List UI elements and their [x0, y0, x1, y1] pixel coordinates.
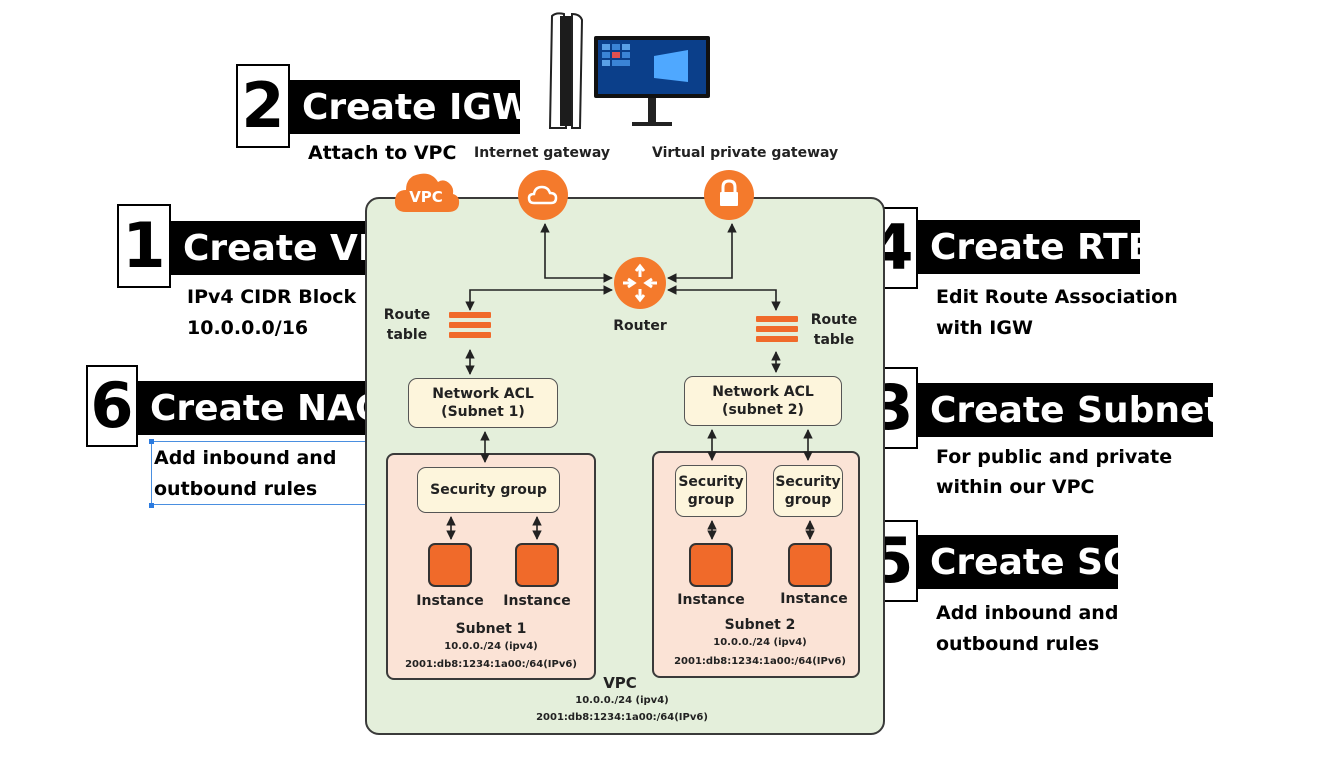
step-6-line1[interactable]: Add inbound and: [154, 447, 337, 469]
sg-3-line1: Security: [775, 474, 841, 490]
nacl-1-line1: Network ACL: [432, 386, 534, 402]
step-6-line2[interactable]: outbound rules: [154, 478, 318, 500]
vpc-ipv4: 10.0.0./24 (ipv4): [575, 695, 669, 706]
step-6-number: 6: [86, 365, 138, 447]
instance-3: [689, 543, 733, 587]
instance-1: [428, 543, 472, 587]
step-4-line1: Edit Route Association: [936, 286, 1178, 308]
sg-2-line2: group: [687, 492, 735, 508]
vpc-cloud-icon: [394, 173, 460, 212]
step-5-line1: Add inbound and: [936, 602, 1119, 624]
security-group-2: Security group: [675, 465, 747, 517]
route-table-left-icon: [449, 312, 491, 346]
nacl-2-line2: (subnet 2): [722, 402, 804, 418]
subnet-1-ipv6: 2001:db8:1234:1a00:/64(IPv6): [405, 659, 577, 670]
security-group-3: Security group: [773, 465, 843, 517]
monitor-icon: [594, 36, 710, 126]
step-6-title: Create NACL: [138, 381, 404, 435]
instance-4-label: Instance: [780, 591, 848, 607]
router-label: Router: [613, 318, 667, 334]
instance-4: [788, 543, 832, 587]
sg-3-line2: group: [784, 492, 832, 508]
step-2-number: 2: [236, 64, 290, 148]
instance-2-label: Instance: [503, 593, 571, 609]
step-2-note: Attach to VPC: [308, 142, 457, 164]
subnet-2-ipv4: 10.0.0./24 (ipv4): [713, 637, 807, 648]
step-1-line1: IPv4 CIDR Block: [187, 286, 357, 308]
route-table-left-label-2: table: [386, 327, 428, 343]
step-1-line2: 10.0.0.0/16: [187, 317, 309, 339]
nacl-2-line1: Network ACL: [712, 384, 814, 400]
internet-gateway-node: [518, 170, 568, 220]
nacl-subnet-1: Network ACL (Subnet 1): [408, 378, 558, 428]
step-4-title: Create RTB: [918, 220, 1155, 274]
vpc-cloud-label: VPC: [409, 188, 443, 206]
game-console-icon: [548, 12, 584, 129]
subnet-1-title: Subnet 1: [455, 621, 527, 637]
instance-1-label: Instance: [416, 593, 484, 609]
subnet-2-ipv6: 2001:db8:1234:1a00:/64(IPv6): [674, 656, 846, 667]
route-table-right-icon: [756, 316, 798, 350]
vpc-title: VPC: [603, 674, 637, 692]
route-table-left-label-1: Route: [383, 307, 431, 323]
instance-2: [515, 543, 559, 587]
nacl-subnet-2: Network ACL (subnet 2): [684, 376, 842, 426]
step-5-line2: outbound rules: [936, 633, 1100, 655]
step-3-title: Create Subnets: [918, 383, 1243, 437]
subnet-2-title: Subnet 2: [724, 617, 796, 633]
step-5-title: Create SG: [918, 535, 1133, 589]
resize-handle[interactable]: [149, 503, 154, 508]
vpc-ipv6: 2001:db8:1234:1a00:/64(IPv6): [536, 712, 708, 723]
route-table-right-label-2: table: [813, 332, 855, 348]
instance-3-label: Instance: [677, 592, 745, 608]
step-3-line1: For public and private: [936, 446, 1173, 468]
sg-2-line1: Security: [678, 474, 744, 490]
vpg-label: Virtual private gateway: [652, 145, 839, 161]
resize-handle[interactable]: [149, 439, 154, 444]
step-1-number: 1: [117, 204, 171, 288]
internet-gateway-label: Internet gateway: [473, 145, 611, 161]
subnet-1-ipv4: 10.0.0./24 (ipv4): [444, 641, 538, 652]
lock-icon: [720, 179, 738, 206]
cloud-icon: [527, 185, 558, 205]
nacl-1-line2: (Subnet 1): [441, 404, 525, 420]
router-icon: [623, 263, 657, 303]
security-group-1: Security group: [417, 467, 560, 513]
step-4-line2: with IGW: [936, 317, 1033, 339]
route-table-right-label-1: Route: [810, 312, 858, 328]
step-2-title: Create IGW: [290, 80, 532, 134]
step-3-line2: within our VPC: [936, 476, 1095, 498]
